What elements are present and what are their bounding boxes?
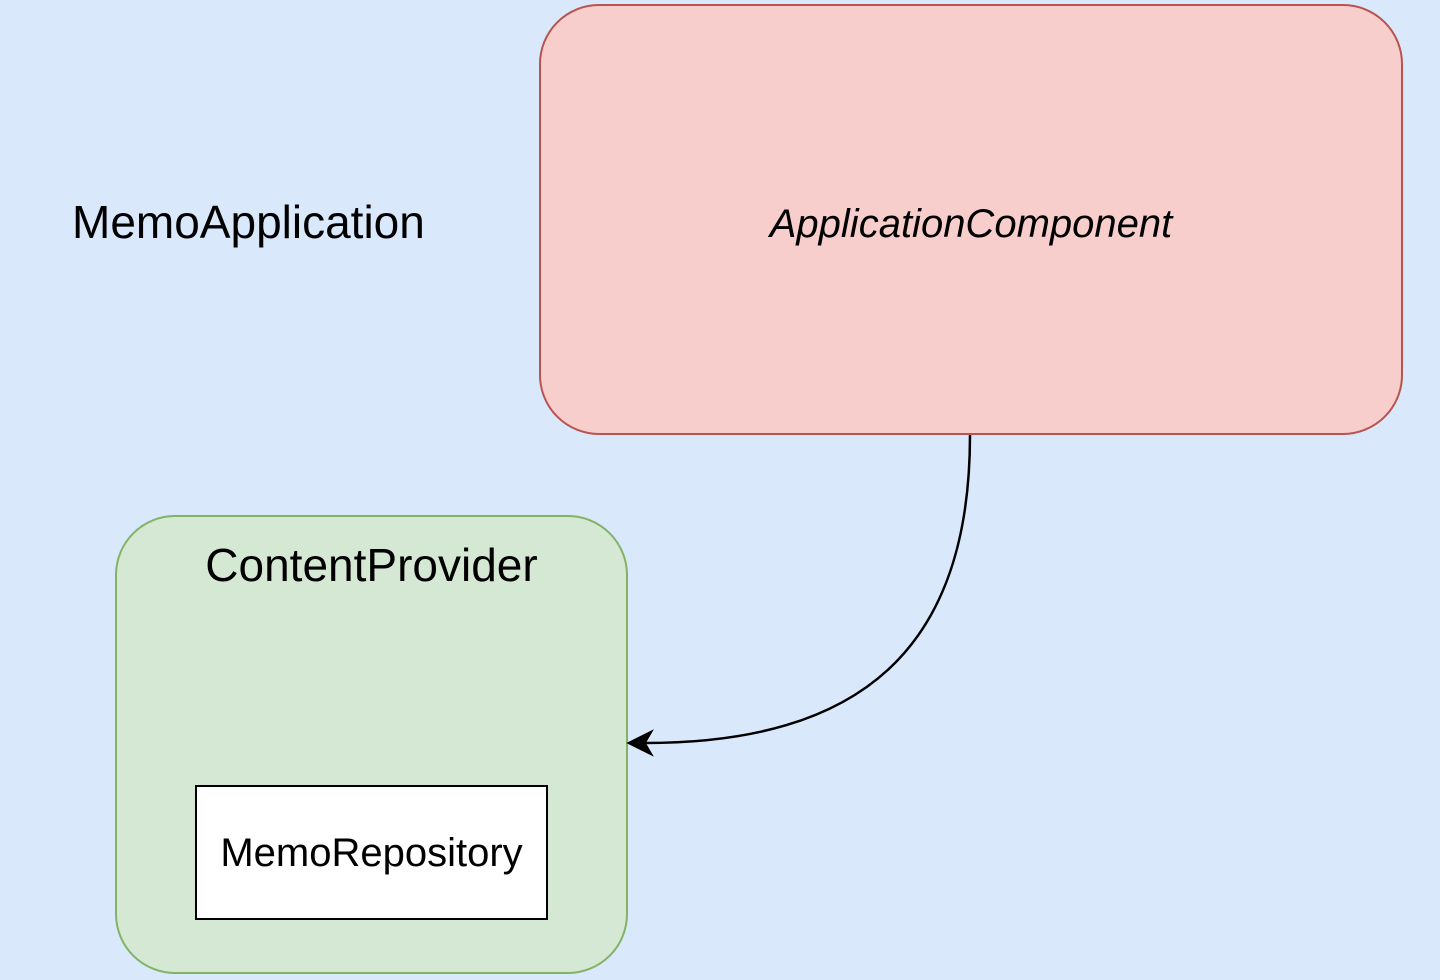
content-provider-label: ContentProvider bbox=[205, 539, 538, 591]
arrowhead-icon bbox=[626, 729, 654, 757]
edge-application-component-to-content-provider[interactable] bbox=[644, 434, 972, 745]
application-component-label: ApplicationComponent bbox=[769, 202, 1173, 246]
memo-repository-label: MemoRepository bbox=[220, 830, 523, 875]
memo-application-label: MemoApplication bbox=[72, 196, 425, 248]
application-component-node[interactable]: ApplicationComponent bbox=[539, 4, 1403, 435]
memo-repository-node[interactable]: MemoRepository bbox=[195, 785, 548, 920]
